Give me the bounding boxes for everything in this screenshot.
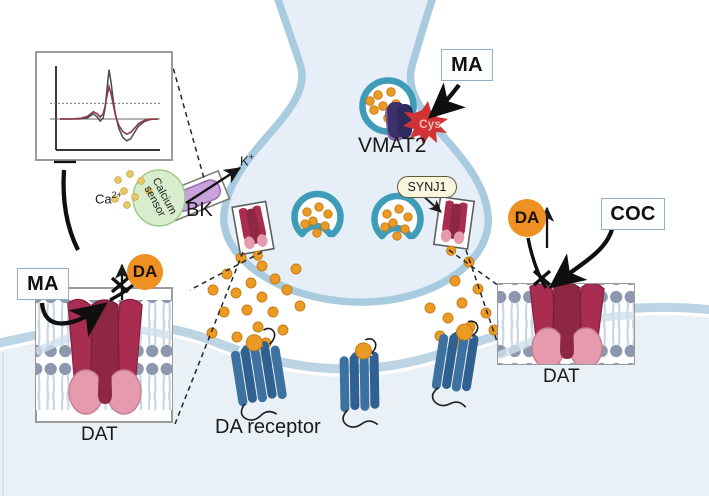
fusing-vesicle-1: [291, 190, 344, 238]
calcium-label: Ca2+: [95, 190, 122, 206]
dat-inset-left: [231, 200, 275, 261]
bk-label-text: BK: [186, 199, 213, 221]
potassium-label-text: K: [240, 153, 249, 169]
calcium-label-text: Ca: [95, 191, 112, 207]
da-block-x-left: [110, 276, 130, 294]
vmat2-label: VMAT2: [358, 134, 426, 158]
bk-label: BK: [186, 199, 213, 222]
chart-trace-gray: [60, 69, 159, 142]
da-receptor-3: [431, 320, 479, 408]
da-circle-right-text: DA: [514, 208, 540, 227]
da-receptor-2: [339, 338, 380, 428]
coc-to-dat-arrow: [548, 228, 615, 289]
ma-to-vmat2-arrow: [427, 82, 466, 119]
callout-dashed-lines: [170, 59, 505, 425]
dat-label-left-text: DAT: [81, 424, 118, 445]
vmat2-label-text: VMAT2: [358, 134, 427, 157]
chart-trace-red: [60, 83, 158, 135]
coc-label-box[interactable]: COC: [601, 198, 665, 230]
dat-label-left: DAT: [81, 424, 118, 446]
fusing-vesicle-2: [371, 192, 424, 241]
da-receptor-1: [230, 327, 287, 421]
potassium-label: K+: [240, 152, 254, 168]
da-circle-left-text: DA: [132, 262, 158, 281]
da-block-x-right: [532, 269, 552, 287]
vesicle-vmat2: [359, 77, 448, 145]
synj1-label-text: SYNJ1: [407, 180, 447, 194]
coc-label-text: COC: [610, 202, 656, 225]
trace-panel-pointer: [61, 169, 80, 251]
da-uptake-right-line: [526, 237, 548, 289]
cys-label: Cys: [419, 117, 441, 131]
calcium-charge-text: 2+: [111, 190, 122, 200]
potassium-charge-text: +: [248, 152, 254, 162]
dat-label-right-text: DAT: [543, 366, 580, 387]
da-circle-right: DA: [508, 199, 546, 237]
calcium-ions: [111, 170, 153, 209]
dat-label-right: DAT: [543, 366, 580, 388]
ma-label-left-text: MA: [27, 272, 59, 295]
da-receptor-label: DA receptor: [215, 416, 321, 439]
da-receptor-label-text: DA receptor: [215, 416, 321, 438]
ma-to-dat-left-arrow: [39, 302, 108, 338]
ma-label-top-text: MA: [451, 53, 483, 76]
presynaptic-terminal: [220, 0, 492, 306]
dat-panel-right: [497, 283, 635, 365]
da-circle-left: DA: [127, 254, 163, 290]
synj1-label-pill[interactable]: SYNJ1: [397, 176, 457, 198]
k-efflux-arrow: [185, 167, 242, 204]
cys-label-text: Cys: [419, 117, 442, 131]
voltammogram-panel: [35, 51, 173, 161]
ma-label-box-left[interactable]: MA: [17, 268, 69, 300]
ma-label-box-top[interactable]: MA: [441, 49, 493, 81]
dat-inset-right: [432, 195, 476, 256]
